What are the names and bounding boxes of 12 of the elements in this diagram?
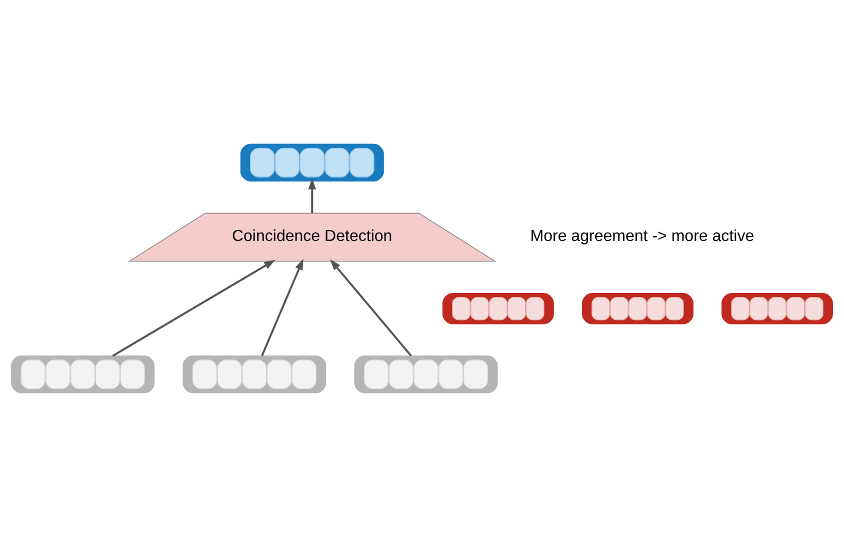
- node-box: [582, 292, 694, 324]
- node-label: More agreement -> more active: [530, 227, 754, 246]
- node-box: [722, 292, 833, 324]
- arrow: [261, 258, 304, 356]
- arrow: [112, 260, 276, 357]
- node-box: [442, 292, 554, 324]
- node-box: [182, 356, 326, 394]
- node-box: [240, 144, 384, 182]
- node-box: [11, 356, 155, 394]
- node-box: [354, 356, 498, 394]
- arrow: [330, 259, 412, 356]
- arrow: [308, 178, 316, 214]
